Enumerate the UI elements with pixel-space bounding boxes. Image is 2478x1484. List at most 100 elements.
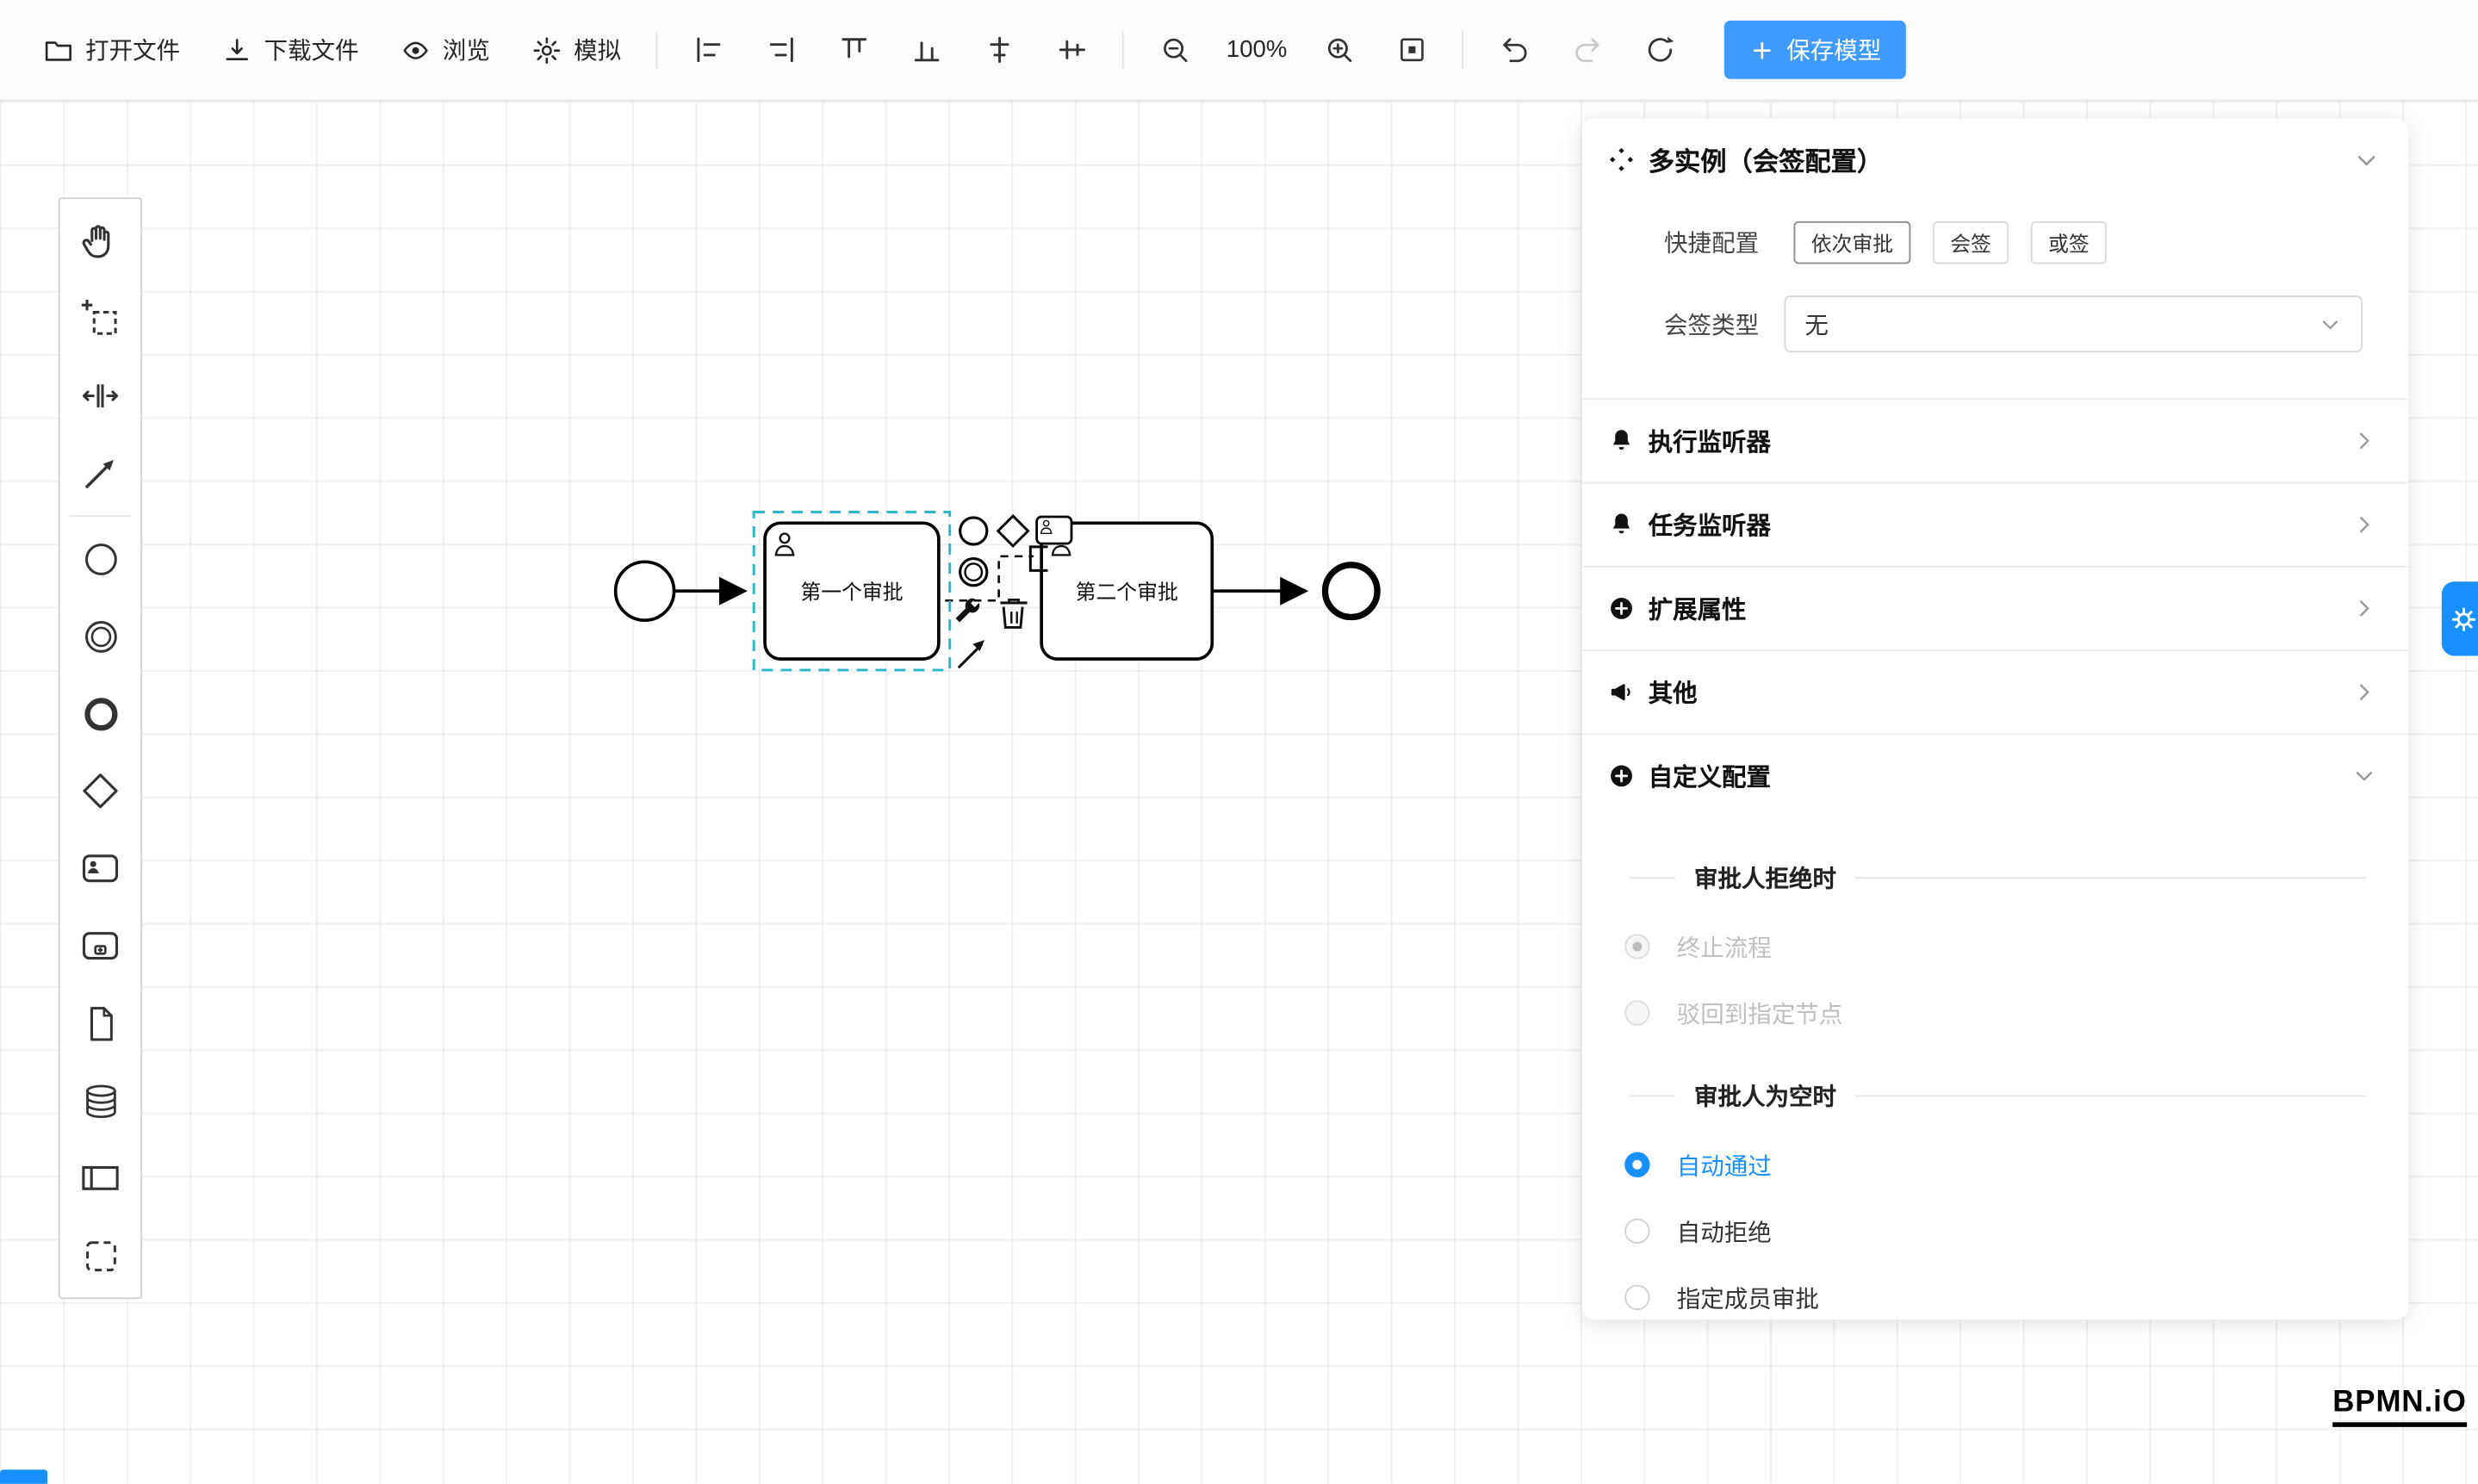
reject-group-title: 审批人拒绝时 (1693, 865, 1837, 892)
wrench-icon[interactable] (955, 598, 980, 623)
create-gateway[interactable] (60, 752, 141, 829)
radio-auto-pass[interactable]: 自动通过 (1624, 1132, 2408, 1198)
create-user-task[interactable] (60, 829, 141, 907)
fit-viewport-icon (1395, 34, 1429, 67)
connect-icon[interactable] (958, 640, 985, 668)
download-file-label: 下载文件 (264, 38, 359, 65)
quick-option-sequential[interactable]: 依次审批 (1793, 220, 1911, 264)
chevron-right-icon (2351, 680, 2376, 705)
quick-config-row: 快捷配置 依次审批 会签 或签 (1582, 220, 2409, 264)
empty-group-title: 审批人为空时 (1693, 1083, 1837, 1110)
zoom-out-button[interactable] (1138, 20, 1210, 80)
redo-button[interactable] (1551, 20, 1624, 80)
create-group[interactable] (60, 1217, 141, 1295)
sign-type-row: 会签类型 无 (1582, 295, 2409, 353)
align-bottom-button[interactable] (890, 20, 962, 80)
section-extended-properties[interactable]: 扩展属性 (1581, 565, 2409, 649)
append-gateway-icon[interactable] (996, 513, 1030, 549)
task-second-approval[interactable]: 第二个审批 (1040, 521, 1214, 661)
lasso-tool[interactable] (60, 280, 141, 357)
sign-type-label: 会签类型 (1664, 312, 1760, 339)
simulate-icon (531, 34, 563, 65)
append-annotation-icon[interactable] (1028, 545, 1048, 572)
context-pad (955, 513, 1073, 668)
space-tool[interactable] (60, 357, 141, 435)
gateway-icon (79, 770, 122, 813)
section-custom-config[interactable]: 自定义配置 (1581, 733, 2409, 817)
create-data-store[interactable] (60, 1062, 141, 1139)
gear-icon (2450, 605, 2478, 633)
global-connect-tool[interactable] (60, 435, 141, 512)
radio-icon (1624, 1284, 1650, 1311)
create-participant[interactable] (60, 1139, 141, 1217)
preview-button[interactable]: 浏览 (379, 20, 510, 80)
create-end-event[interactable] (60, 674, 141, 752)
create-data-object[interactable] (60, 984, 141, 1062)
quick-config-options: 依次审批 会签 或签 (1793, 220, 2107, 264)
task-first-approval[interactable]: 第一个审批 (763, 521, 941, 661)
toolbar: 打开文件 下载文件 浏览 模拟 100% 保存模型 (0, 0, 2478, 102)
intermediate-event-icon (80, 616, 121, 657)
bell-icon (1607, 511, 1636, 539)
start-event-icon (80, 538, 121, 580)
settings-tab[interactable] (2441, 581, 2478, 656)
save-model-label: 保存模型 (1786, 38, 1882, 65)
align-left-icon (692, 34, 725, 67)
document-icon (80, 1003, 121, 1044)
append-event-icon[interactable] (959, 516, 989, 546)
download-file-button[interactable]: 下载文件 (201, 20, 379, 80)
align-left-button[interactable] (672, 20, 744, 80)
section-other[interactable]: 其他 (1581, 649, 2409, 733)
quick-option-orsign[interactable]: 或签 (2030, 220, 2107, 264)
open-file-button[interactable]: 打开文件 (22, 20, 201, 80)
radio-return-to-node[interactable]: 驳回到指定节点 (1624, 980, 2408, 1046)
pool-icon (79, 1157, 122, 1200)
undo-button[interactable] (1478, 20, 1550, 80)
refresh-button[interactable] (1624, 20, 1696, 80)
append-intermediate-event-icon[interactable] (959, 557, 989, 587)
chevron-right-icon (2351, 512, 2376, 537)
toolbar-separator (1121, 30, 1124, 69)
append-task-icon[interactable] (1035, 515, 1073, 545)
panel-header[interactable]: 多实例（会签配置） (1582, 119, 2409, 201)
radio-auto-reject[interactable]: 自动拒绝 (1624, 1198, 2408, 1264)
start-event[interactable] (613, 560, 676, 623)
align-right-button[interactable] (744, 20, 817, 80)
section-execution-listener[interactable]: 执行监听器 (1581, 398, 2409, 481)
quick-option-countersign[interactable]: 会签 (1933, 220, 2009, 264)
create-subprocess[interactable] (60, 907, 141, 984)
radio-assign-member[interactable]: 指定成员审批 (1624, 1264, 2408, 1319)
zoom-in-button[interactable] (1303, 20, 1376, 80)
hand-tool[interactable] (60, 202, 141, 280)
sign-type-select[interactable]: 无 (1784, 295, 2363, 353)
section-task-listener[interactable]: 任务监听器 (1581, 481, 2409, 566)
create-intermediate-event[interactable] (60, 598, 141, 675)
radio-terminate-flow[interactable]: 终止流程 (1624, 914, 2408, 980)
align-top-button[interactable] (817, 20, 890, 80)
create-start-event[interactable] (60, 520, 141, 598)
reject-group-divider: 审批人拒绝时 (1629, 861, 2366, 893)
download-icon (221, 34, 253, 65)
quick-config-label: 快捷配置 (1664, 230, 1760, 258)
fit-viewport-button[interactable] (1376, 20, 1448, 80)
trash-icon[interactable] (1000, 598, 1028, 629)
simulate-button[interactable]: 模拟 (511, 20, 642, 80)
radio-label: 终止流程 (1676, 934, 1772, 962)
save-model-button[interactable]: 保存模型 (1724, 20, 1907, 79)
align-center-horizontal-icon (982, 34, 1015, 67)
connection-preview (945, 555, 1034, 602)
align-middle-vertical-button[interactable] (1035, 20, 1108, 80)
end-event[interactable] (1321, 562, 1381, 621)
toolbar-separator (655, 30, 658, 69)
end-event-icon (80, 693, 121, 735)
zoom-in-icon (1323, 34, 1357, 67)
subprocess-icon (79, 924, 122, 967)
radio-icon (1624, 1218, 1650, 1245)
align-center-horizontal-button[interactable] (963, 20, 1035, 80)
plus-circle-icon (1607, 594, 1636, 623)
task-label: 第一个审批 (800, 581, 903, 604)
properties-panel: 多实例（会签配置） 快捷配置 依次审批 会签 或签 会签类型 无 执行监听器 (1581, 118, 2409, 1320)
chevron-right-icon (2351, 428, 2376, 453)
multi-instance-icon (1607, 146, 1636, 174)
